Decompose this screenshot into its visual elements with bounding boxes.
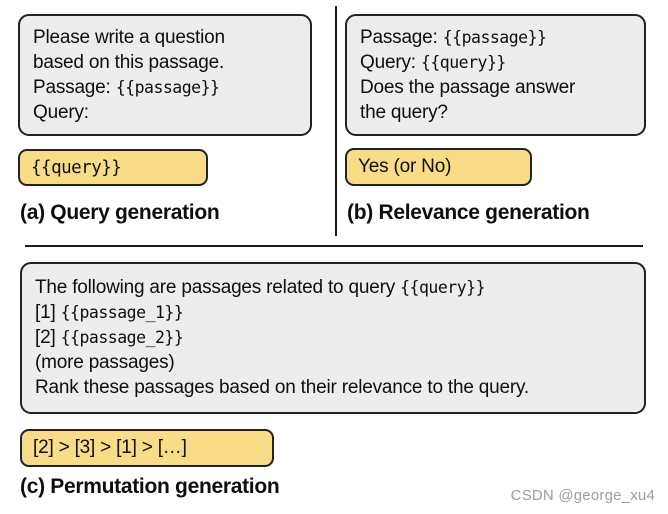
text-line: The following are passages related to qu…: [35, 275, 631, 300]
text-line: {{query}}: [31, 157, 122, 179]
template-variable: {{query}}: [420, 53, 506, 72]
output-box-permutation: [2] > [3] > [1] > […]: [20, 429, 274, 467]
caption-query-generation: (a) Query generation: [20, 201, 220, 224]
prompt-box-query-generation: Please write a question based on this pas…: [18, 14, 312, 136]
caption-relevance-generation: (b) Relevance generation: [347, 201, 590, 224]
caption-permutation-generation: (c) Permutation generation: [20, 475, 280, 498]
text-segment: Please write a question: [33, 27, 225, 48]
template-variable: {{passage_1}}: [60, 303, 184, 322]
text-line: [2] > [3] > [1] > […]: [33, 437, 187, 459]
text-segment: Rank these passages based on their relev…: [35, 377, 529, 398]
horizontal-divider: [25, 245, 643, 247]
output-box-relevance: Yes (or No): [345, 148, 532, 186]
text-line: Yes (or No): [358, 156, 451, 178]
text-segment: Does the passage answer: [360, 77, 576, 98]
text-line: Please write a question: [33, 25, 297, 50]
template-variable: {{query}}: [400, 278, 485, 297]
text-line: Query: {{query}}: [360, 50, 631, 75]
text-line: Query:: [33, 100, 297, 125]
text-segment: The following are passages related to qu…: [35, 277, 401, 298]
text-line: Rank these passages based on their relev…: [35, 375, 631, 400]
template-variable: {{passage_2}}: [60, 328, 184, 347]
text-segment: Passage:: [360, 27, 443, 48]
prompt-box-relevance-generation: Passage: {{passage}}Query: {{query}}Does…: [345, 14, 646, 136]
text-segment: Query:: [360, 52, 421, 73]
text-line: Does the passage answer: [360, 75, 631, 100]
text-segment: Yes (or No): [358, 156, 452, 177]
text-line: Passage: {{passage}}: [360, 25, 631, 50]
text-line: [2] {{passage_2}}: [35, 325, 631, 350]
text-segment: [2] > [3] > [1] > […]: [33, 437, 187, 458]
prompt-box-permutation-generation: The following are passages related to qu…: [20, 262, 646, 414]
text-segment: [2]: [35, 327, 61, 348]
text-segment: the query?: [360, 102, 448, 123]
text-segment: [1]: [35, 302, 61, 323]
text-segment: Passage:: [33, 77, 116, 98]
text-line: Passage: {{passage}}: [33, 75, 297, 100]
text-line: based on this passage.: [33, 50, 297, 75]
text-segment: (more passages): [35, 352, 175, 373]
text-segment: Query:: [33, 102, 89, 123]
text-line: the query?: [360, 100, 631, 125]
output-box-query: {{query}}: [18, 149, 208, 186]
template-variable: {{passage}}: [442, 28, 547, 47]
text-segment: based on this passage.: [33, 52, 225, 73]
watermark-text: CSDN @george_xu4: [510, 487, 655, 504]
template-variable: {{passage}}: [115, 78, 220, 97]
vertical-divider: [335, 6, 337, 236]
text-line: [1] {{passage_1}}: [35, 300, 631, 325]
template-variable: {{query}}: [31, 157, 122, 178]
text-line: (more passages): [35, 350, 631, 375]
